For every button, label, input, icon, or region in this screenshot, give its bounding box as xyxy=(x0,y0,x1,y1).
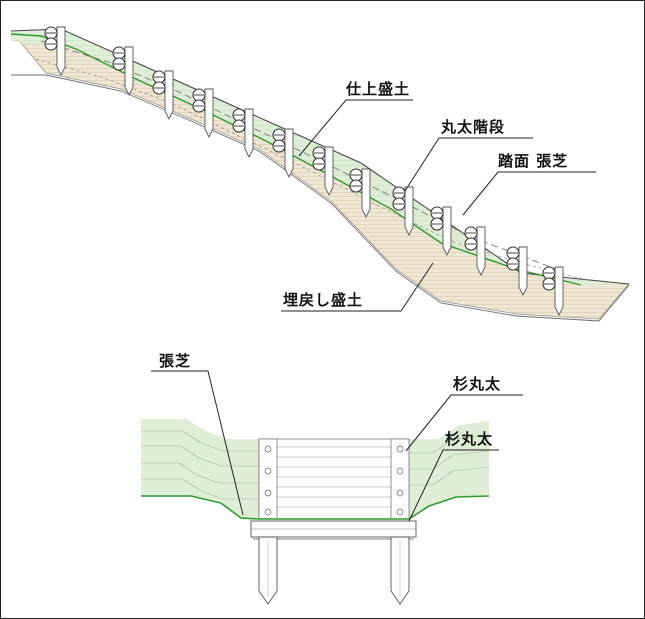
log-steps-group xyxy=(44,26,564,317)
stake xyxy=(442,206,452,257)
stake xyxy=(361,168,371,219)
log-step xyxy=(349,168,371,219)
label-turf: 張芝 xyxy=(159,352,192,370)
label-backfill: 埋戻し盛土 xyxy=(283,291,364,309)
label-tread-turf: 踏面 張芝 xyxy=(498,152,569,170)
stake xyxy=(324,146,334,197)
label-finish-fill: 仕上盛土 xyxy=(346,80,411,98)
label-cedar-log-2: 杉丸太 xyxy=(445,430,494,448)
log-step xyxy=(152,70,174,121)
step-body xyxy=(258,438,410,520)
stake xyxy=(518,246,528,297)
log-step xyxy=(464,226,486,277)
slope-section xyxy=(10,26,630,322)
log-step xyxy=(430,206,452,257)
log-step xyxy=(542,266,564,317)
label-log-steps: 丸太階段 xyxy=(441,118,506,136)
stake xyxy=(164,70,174,121)
stake xyxy=(404,186,414,237)
log-step xyxy=(232,108,254,159)
stake xyxy=(204,88,214,139)
log-step xyxy=(392,186,414,237)
turf-bank-left xyxy=(141,419,259,519)
log-step xyxy=(44,26,66,77)
stake xyxy=(476,226,486,277)
turf-bank-right xyxy=(409,421,489,519)
stake xyxy=(244,108,254,159)
stake xyxy=(124,46,134,97)
leader-lines xyxy=(151,99,596,522)
log-step xyxy=(192,88,214,139)
stake xyxy=(56,26,66,77)
log-step xyxy=(112,46,134,97)
log-step xyxy=(272,128,294,179)
stake xyxy=(554,266,564,317)
log-step xyxy=(506,246,528,297)
front-ground-line xyxy=(141,495,490,520)
log-step xyxy=(312,146,334,197)
label-cedar-log-1: 杉丸太 xyxy=(453,375,502,393)
stake xyxy=(284,128,294,179)
front-elevation xyxy=(141,419,490,605)
